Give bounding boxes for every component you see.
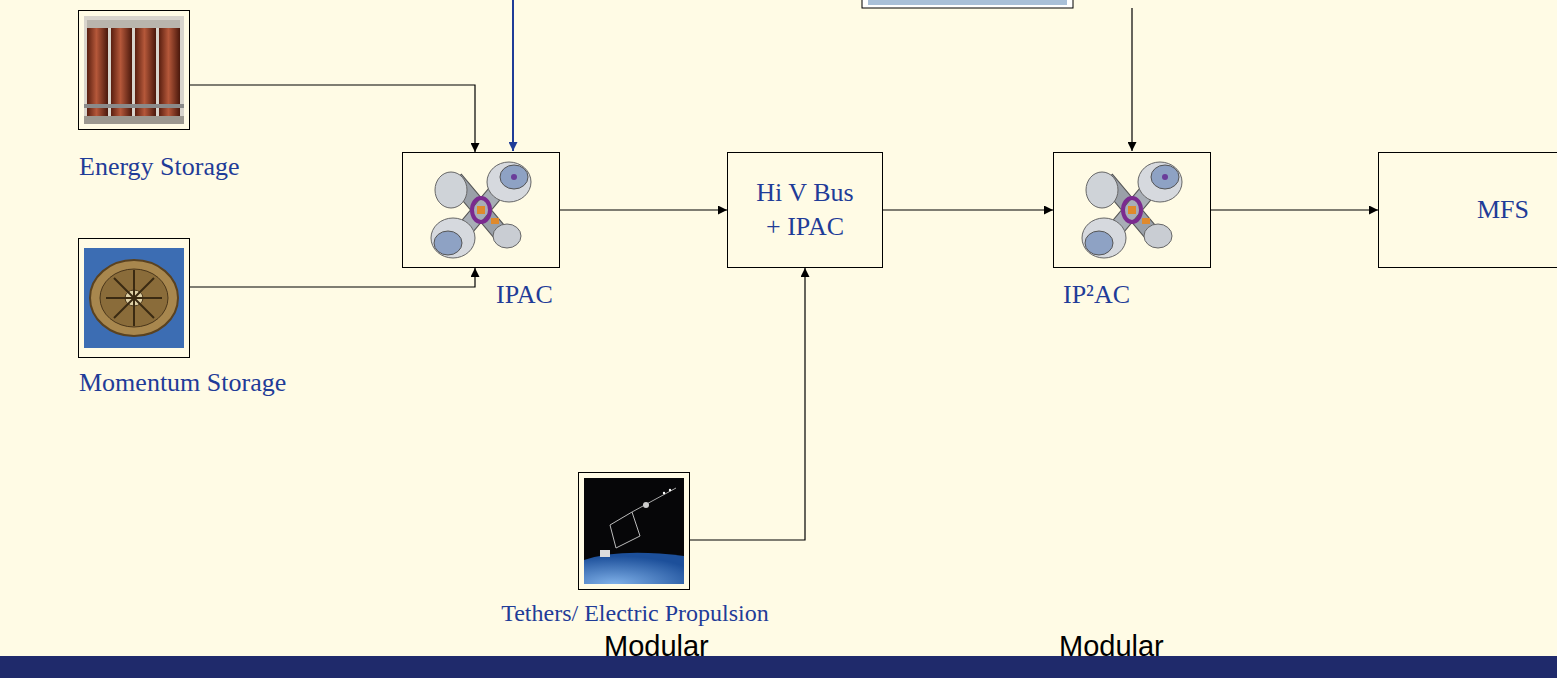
box-label: Tethers/ Electric Propulsion <box>501 599 769 628</box>
spacecraft-picture <box>431 162 531 258</box>
connector-arrow <box>883 209 1053 210</box>
picture-box: Momentum Storage <box>78 238 190 358</box>
picture-box: IP²AC <box>1053 152 1211 268</box>
box-label: IPAC <box>496 279 553 310</box>
flywheel-picture <box>84 248 184 348</box>
picture-box: Energy Storage <box>78 10 190 130</box>
incoming-line <box>512 0 514 151</box>
box-text: Hi V Bus + IPAC <box>749 176 861 244</box>
connector-arrow <box>690 268 805 540</box>
picture-box: Tethers/ Electric Propulsion <box>578 472 690 590</box>
footer-band <box>0 656 1557 678</box>
connector-arrow <box>190 85 475 152</box>
box-label: IP²AC <box>1063 279 1130 310</box>
process-box: MFS <box>1378 152 1557 268</box>
box-label: Energy Storage <box>79 151 240 182</box>
incoming-line <box>1131 8 1132 151</box>
process-box: Hi V Bus + IPAC <box>727 152 883 268</box>
spacecraft-picture <box>1082 162 1182 258</box>
section-label: Modular <box>604 630 709 663</box>
box-label: Momentum Storage <box>79 367 286 398</box>
picture-box: IPAC <box>402 152 560 268</box>
tether-picture <box>584 478 684 584</box>
capacitor-picture <box>84 16 184 124</box>
section-label: Modular <box>1059 630 1164 663</box>
offscreen-source <box>862 0 1073 8</box>
connector-arrow <box>560 209 727 210</box>
box-text: MFS <box>1477 193 1529 227</box>
connector-arrow <box>190 268 475 287</box>
connector-arrow <box>1211 209 1378 210</box>
